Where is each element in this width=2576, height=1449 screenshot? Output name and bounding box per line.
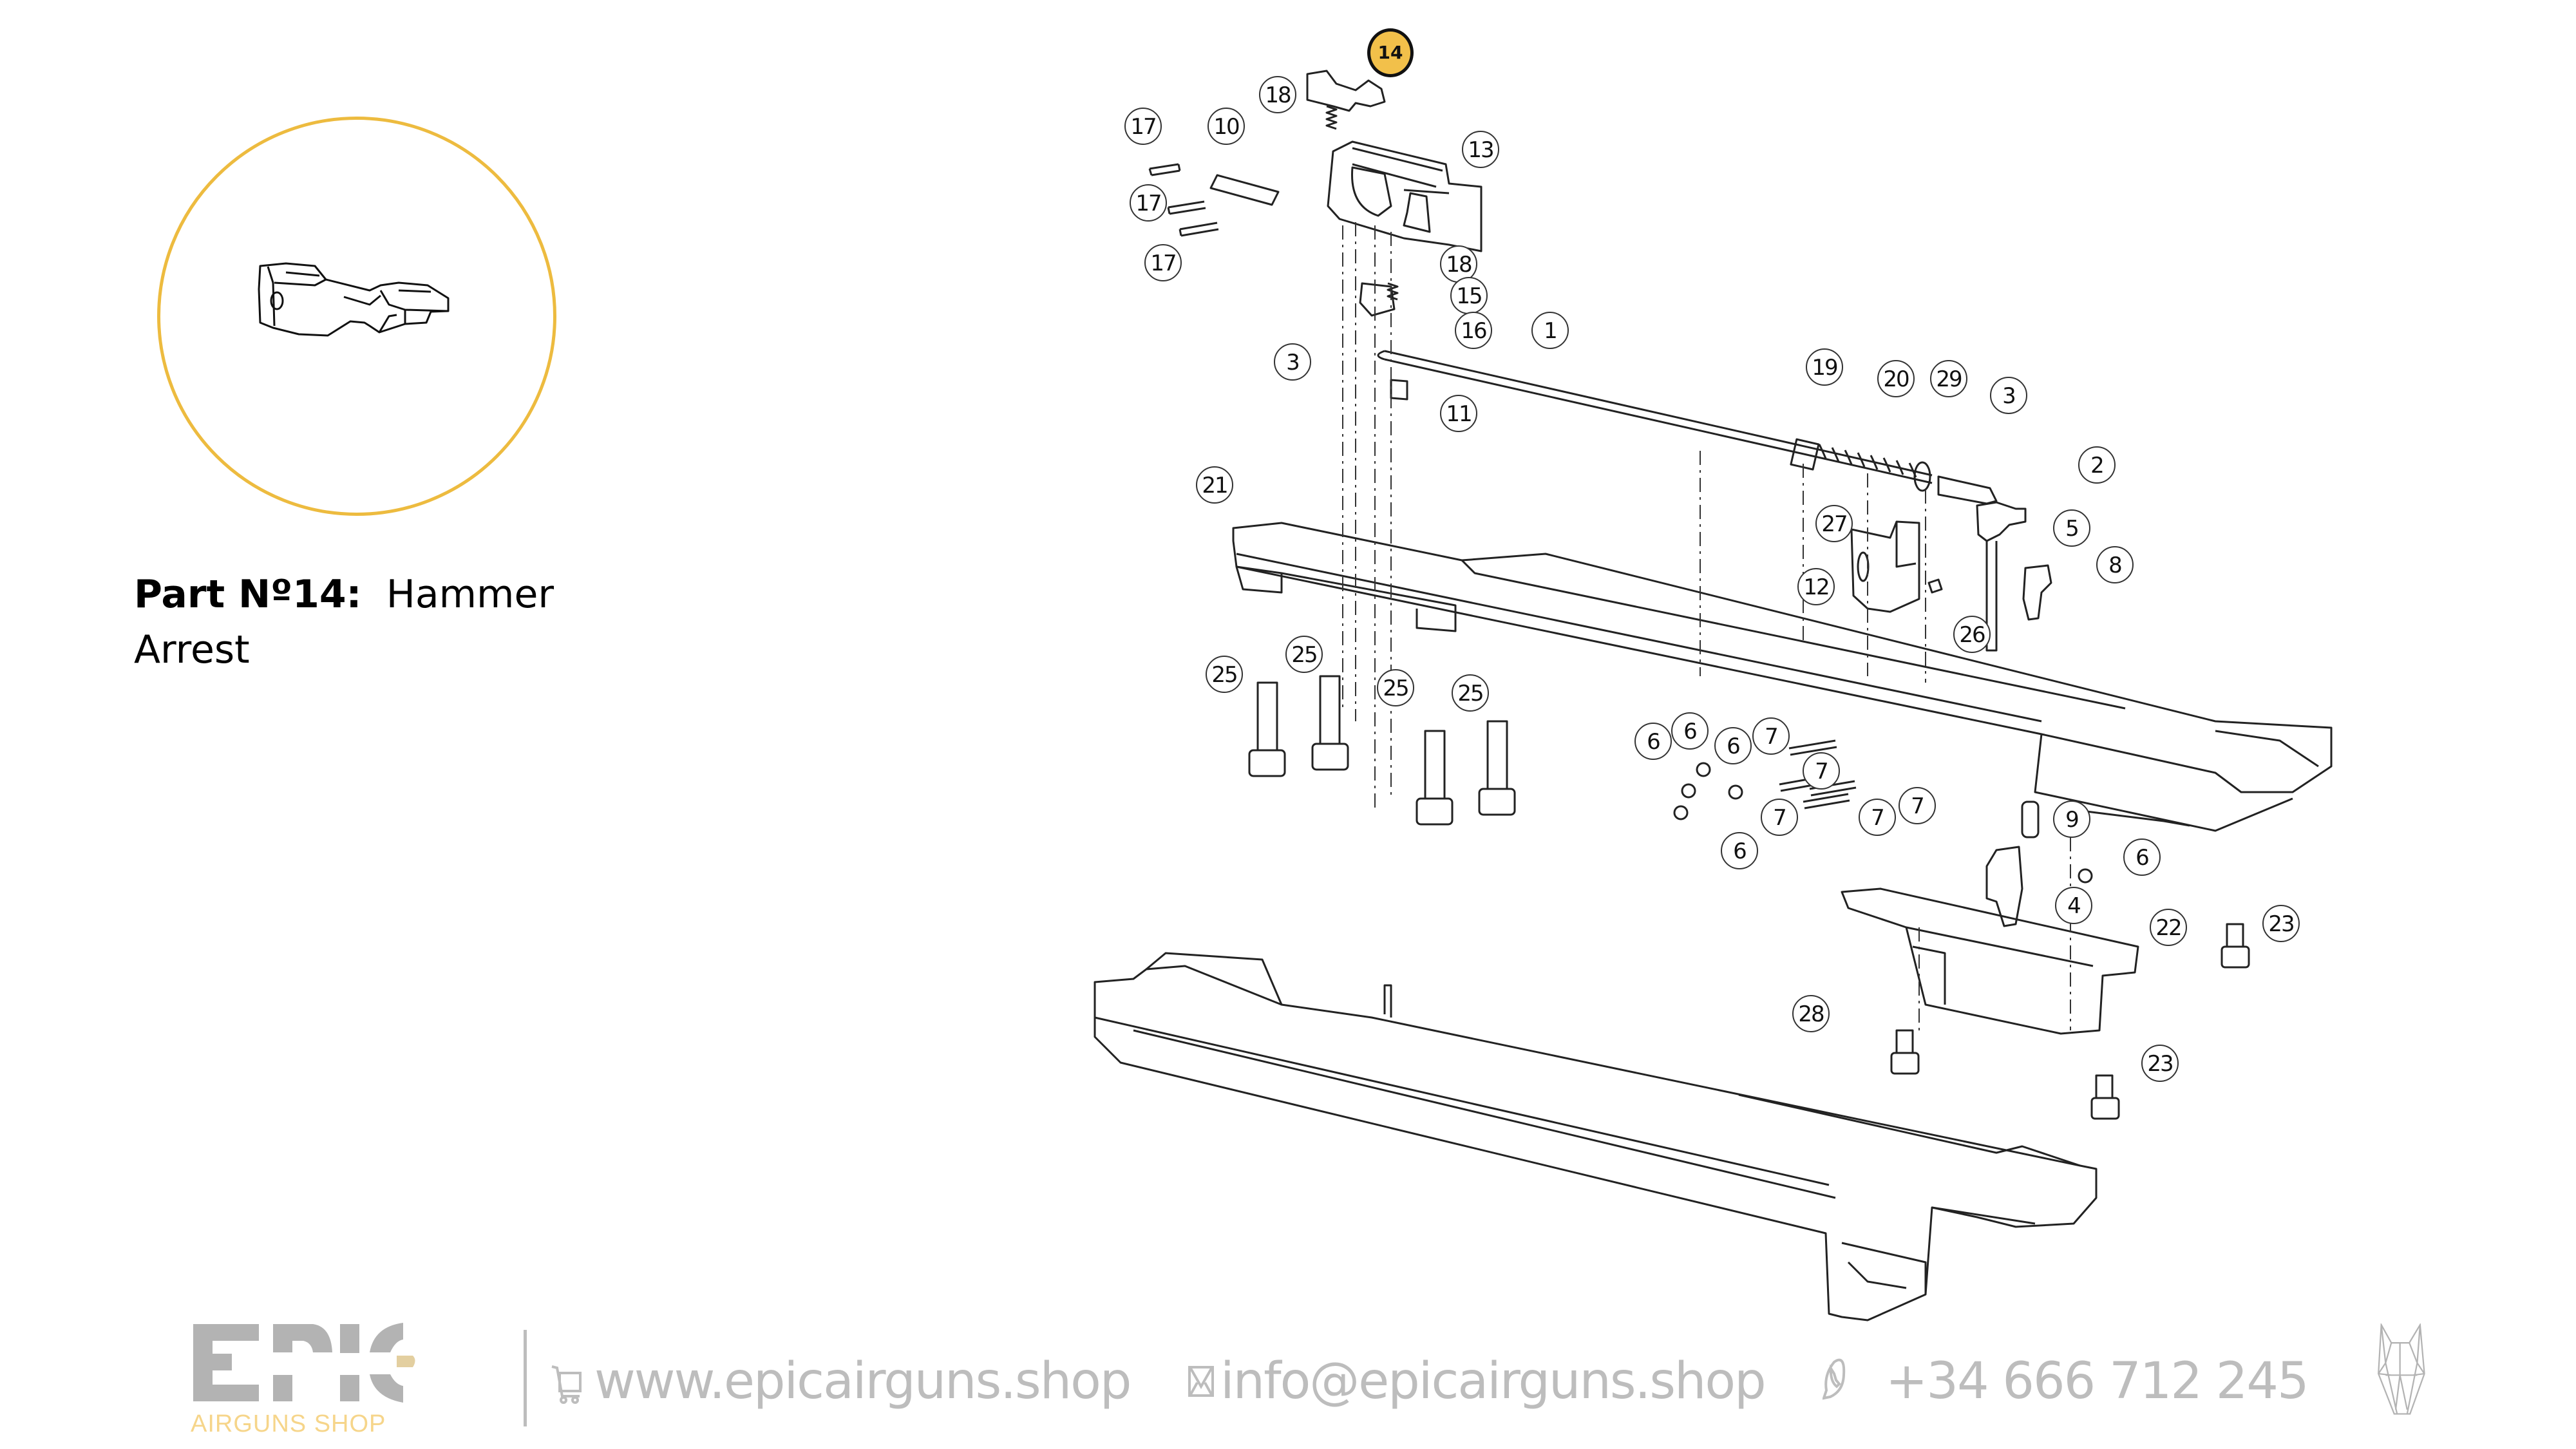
part-callout-25[interactable]: 25 <box>1377 669 1414 706</box>
wolf-head-icon <box>2378 1323 2425 1415</box>
part-callout-25[interactable]: 25 <box>1206 656 1243 693</box>
part-callout-7[interactable]: 7 <box>1859 799 1896 836</box>
part-callout-18[interactable]: 18 <box>1440 245 1477 283</box>
part-callout-7[interactable]: 7 <box>1803 752 1840 790</box>
part-callout-22[interactable]: 22 <box>2150 909 2187 946</box>
hammer-arrest-part-icon <box>258 262 450 337</box>
part-callout-6[interactable]: 6 <box>1671 712 1709 750</box>
hammer-arrest-part-drawing <box>1306 70 1386 112</box>
part-callout-13[interactable]: 13 <box>1462 131 1499 168</box>
phone-link[interactable]: +34 666 712 245 <box>1823 1352 2309 1410</box>
part-callout-12[interactable]: 12 <box>1797 568 1835 605</box>
part-callout-16[interactable]: 16 <box>1455 312 1492 349</box>
part-callout-9[interactable]: 9 <box>2053 800 2090 838</box>
part-number-label: Part Nº14: <box>134 572 362 617</box>
part-callout-1[interactable]: 1 <box>1531 312 1569 349</box>
part-callout-23[interactable]: 23 <box>2262 905 2300 942</box>
part-callout-18[interactable]: 18 <box>1259 76 1296 113</box>
logo-subtitle: AIRGUNS SHOP <box>191 1410 386 1437</box>
part-callout-6[interactable]: 6 <box>1714 727 1752 764</box>
part-name-line1: Hammer <box>386 572 554 617</box>
part-callout-2[interactable]: 2 <box>2078 446 2116 484</box>
part-callout-17[interactable]: 17 <box>1124 108 1162 145</box>
part-callout-10[interactable]: 10 <box>1208 108 1245 145</box>
part-callout-3[interactable]: 3 <box>1990 377 2027 414</box>
part-callout-17[interactable]: 17 <box>1144 244 1182 281</box>
phone-text: +34 666 712 245 <box>1886 1352 2309 1410</box>
part-callout-25[interactable]: 25 <box>1452 674 1489 712</box>
part-callout-7[interactable]: 7 <box>1899 787 1936 824</box>
part-callout-26[interactable]: 26 <box>1953 616 1991 653</box>
part-callout-28[interactable]: 28 <box>1792 995 1830 1032</box>
part-callout-21[interactable]: 21 <box>1196 466 1233 504</box>
part-callout-6[interactable]: 6 <box>1634 723 1672 760</box>
epic-logo-mark <box>193 1323 415 1403</box>
epic-logo[interactable]: AIRGUNS SHOP <box>191 1320 442 1437</box>
part-callout-6[interactable]: 6 <box>1721 832 1758 869</box>
part-callout-25[interactable]: 25 <box>1285 636 1323 673</box>
email-text: info@epicairguns.shop <box>1220 1352 1766 1410</box>
part-callout-8[interactable]: 8 <box>2096 546 2134 583</box>
email-link[interactable]: info@epicairguns.shop <box>1188 1352 1766 1410</box>
part-callout-6[interactable]: 6 <box>2123 838 2161 876</box>
part-callout-27[interactable]: 27 <box>1815 505 1853 542</box>
footer-divider <box>524 1330 527 1426</box>
part-callout-23[interactable]: 23 <box>2141 1045 2179 1082</box>
part-callout-5[interactable]: 5 <box>2053 509 2090 547</box>
website-text: www.epicairguns.shop <box>594 1352 1132 1410</box>
whatsapp-icon <box>1823 1358 1846 1400</box>
part-callout-15[interactable]: 15 <box>1450 277 1488 314</box>
highlighted-part-badge[interactable]: 14 <box>1367 28 1414 77</box>
cart-icon <box>551 1365 582 1404</box>
part-callout-3[interactable]: 3 <box>1274 343 1311 381</box>
envelope-icon <box>1188 1366 1214 1397</box>
part-callout-29[interactable]: 29 <box>1930 360 1967 397</box>
part-callout-4[interactable]: 4 <box>2055 887 2092 924</box>
part-callout-7[interactable]: 7 <box>1761 799 1798 836</box>
part-name-line2: Arrest <box>134 627 250 672</box>
part-callout-20[interactable]: 20 <box>1877 360 1915 397</box>
part-callout-17[interactable]: 17 <box>1130 184 1167 222</box>
part-callout-19[interactable]: 19 <box>1806 348 1843 386</box>
website-link[interactable]: www.epicairguns.shop <box>551 1352 1132 1410</box>
part-detail-circle <box>157 117 556 516</box>
part-callout-11[interactable]: 11 <box>1440 395 1477 432</box>
part-callout-7[interactable]: 7 <box>1752 717 1790 755</box>
part-title: Part Nº14: Hammer Arrest <box>134 567 585 677</box>
